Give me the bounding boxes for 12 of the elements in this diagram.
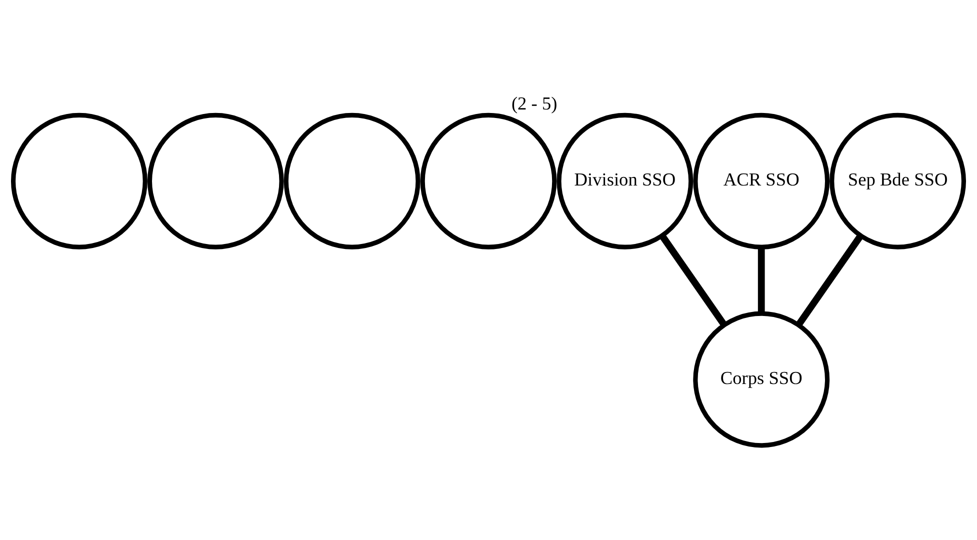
connector bbox=[758, 248, 765, 314]
node-circle bbox=[10, 112, 148, 250]
node-circle: ACR SSO bbox=[693, 112, 830, 250]
node-circle bbox=[420, 112, 557, 250]
node-circle: Corps SSO bbox=[693, 311, 830, 448]
node-circle bbox=[147, 112, 284, 250]
connector bbox=[796, 234, 864, 327]
node-label: (2 - 5) bbox=[511, 93, 558, 114]
node-circle bbox=[284, 112, 420, 250]
connector bbox=[659, 234, 727, 327]
node-circle: Sep Bde SSO bbox=[830, 112, 966, 250]
node-circle: Division SSO bbox=[556, 112, 694, 250]
